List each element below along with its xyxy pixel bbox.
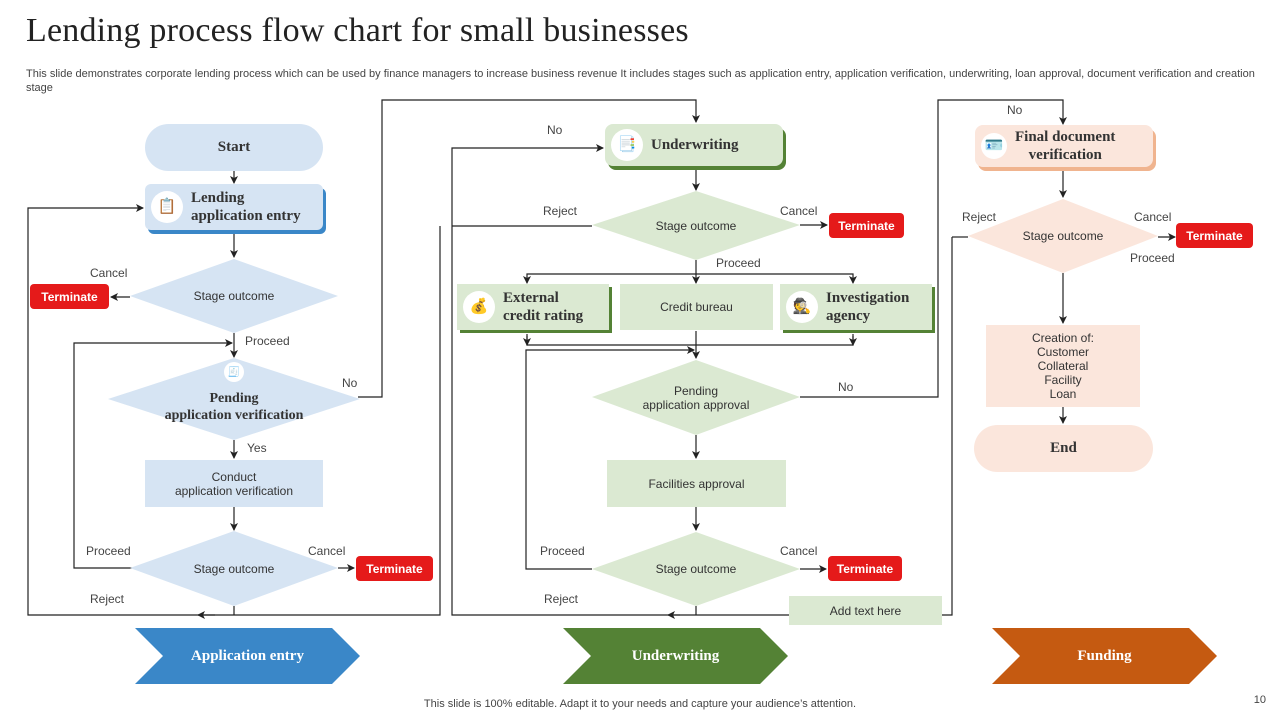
passport-icon: 🪪 [981,133,1007,159]
decision-label: Stage outcome [655,218,737,233]
creation-item: Loan [1049,387,1077,401]
stage-chevron-underwriting: Underwriting [563,628,788,684]
stage-chevron-funding: Funding [992,628,1217,684]
stage-label: Application entry [191,647,304,664]
footer-note: This slide is 100% editable. Adapt it to… [423,698,857,710]
decision-label: Stage outcome [193,289,275,303]
document-stack-icon: 📑 [611,129,643,161]
node-label-line2: verification [1028,147,1102,163]
reject-label: Reject [962,210,997,224]
creation-item: Facility [1044,373,1082,387]
decision-label: Stage outcome [1022,229,1104,243]
add-text-placeholder[interactable]: Add text here [789,596,942,625]
reject-label: Reject [543,204,578,218]
yes-label: Yes [247,441,267,455]
final-document-verification-node: 🪪 Final document verification [975,125,1153,167]
creation-heading: Creation of: [1031,331,1095,345]
no-label: No [838,380,854,394]
investigation-agency-node: 🕵 Investigation agency [780,284,932,330]
node-label-line1: Final document [1015,129,1116,145]
decision-label-line2: application approval [642,397,750,412]
end-node: End [974,425,1153,472]
page-title: Lending process flow chart for small bus… [26,12,689,49]
cancel-label: Cancel [780,544,818,558]
decision-label: Stage outcome [655,562,737,576]
node-label-line1: External [503,290,559,306]
no-label: No [547,123,563,137]
terminate-node: Terminate [829,213,904,238]
decision-stage-outcome-1: Stage outcome [130,259,338,333]
cancel-label: Cancel [308,544,346,558]
node-label-line1: Lending [191,190,245,206]
reject-label: Reject [544,592,579,606]
decision-label-line2: application verification [164,408,304,423]
proceed-label: Proceed [540,544,585,558]
creation-item: Customer [1036,345,1089,359]
underwriting-node: 📑 Underwriting [605,124,783,166]
proceed-label: Proceed [86,544,131,558]
money-bag-icon: 💰 [463,291,495,323]
terminate-node: Terminate [30,284,109,309]
node-label-line1: Investigation [826,290,910,306]
no-label: No [342,376,358,390]
document-check-icon: 🧾 [224,362,244,382]
node-label-line1: Conduct [211,469,257,484]
decision-label-line1: Pending [209,391,259,406]
cancel-label: Cancel [1134,210,1172,224]
stage-label: Underwriting [631,647,720,664]
reject-label: Reject [90,592,125,606]
page-number: 10 [1253,694,1266,706]
node-label-line2: application verification [174,483,294,498]
page-subtitle: This slide demonstrates corporate lendin… [26,68,1255,94]
start-node: Start [145,124,323,171]
cancel-label: Cancel [90,266,128,280]
decision-label: Stage outcome [193,561,275,576]
terminate-node: Terminate [828,556,902,581]
decision-stage-outcome-2: Stage outcome [130,531,338,606]
lending-application-entry-node: 📋 Lending application entry [145,184,323,230]
proceed-label: Proceed [245,334,290,348]
decision-stage-outcome-3: Stage outcome [592,191,800,260]
node-label-line2: application entry [191,208,301,224]
stage-chevron-application-entry: Application entry [135,628,360,684]
decision-stage-outcome-4: Stage outcome [592,532,800,606]
clipboard-check-icon: 📋 [151,191,183,223]
detective-icon: 🕵 [786,291,818,323]
decision-label-line1: Pending [673,383,719,398]
proceed-label: Proceed [1130,251,1175,265]
decision-pending-application-verification: Pending application verification [108,358,360,440]
terminate-node: Terminate [356,556,433,581]
node-label-line2: credit rating [503,308,584,324]
external-credit-rating-node: 💰 External credit rating [457,284,609,330]
decision-pending-application-approval: Pending application approval [592,360,800,435]
facilities-approval-node: Facilities approval [607,460,786,507]
node-label: Underwriting [651,137,739,153]
creation-item: Collateral [1037,359,1089,373]
no-label: No [1007,103,1023,117]
credit-bureau-node: Credit bureau [620,284,773,330]
creation-node: Creation of: Customer Collateral Facilit… [986,325,1140,407]
cancel-label: Cancel [780,204,818,218]
conduct-application-verification-node: Conduct application verification [145,460,323,507]
stage-label: Funding [1077,647,1132,664]
node-label-line2: agency [826,308,871,324]
decision-stage-outcome-5: Stage outcome [968,199,1158,273]
terminate-node: Terminate [1176,223,1253,248]
proceed-label: Proceed [716,256,761,270]
